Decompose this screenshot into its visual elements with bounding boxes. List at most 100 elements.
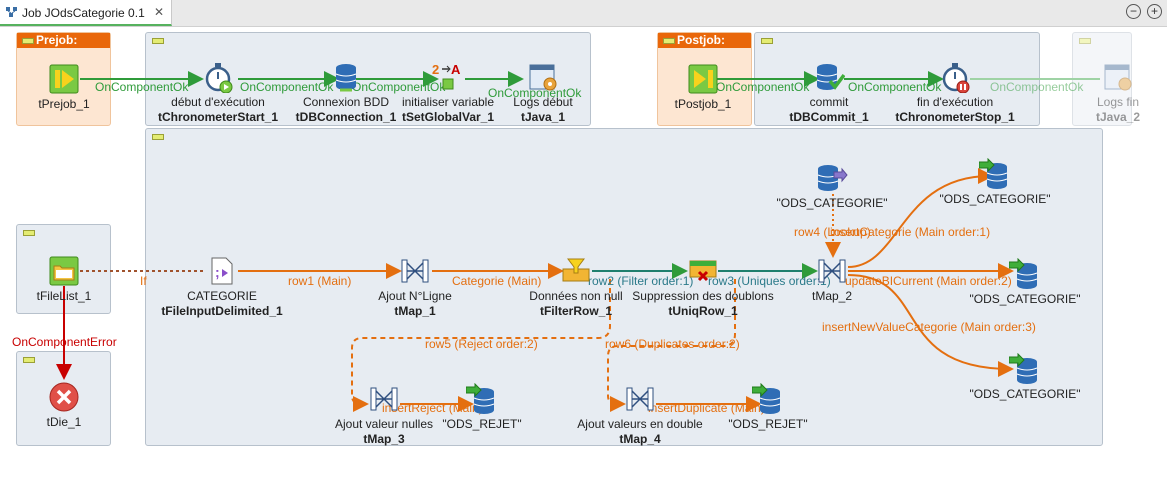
job-designer-canvas[interactable]: Prejob: Postjob:: [0, 26, 1167, 499]
connection-label[interactable]: insertNewValueCategorie (Main order:3): [822, 320, 1036, 334]
component-label: début d'exécution: [171, 95, 265, 109]
connection-label[interactable]: OnComponentOk: [848, 80, 942, 94]
unique-rows-icon: [689, 260, 717, 282]
connection-label[interactable]: OnComponentOk: [716, 80, 810, 94]
maximize-icon[interactable]: +: [1147, 4, 1162, 19]
java-code-icon: [1104, 64, 1132, 91]
component-label: "ODS_CATEGORIE": [969, 387, 1081, 401]
component-name: tUniqRow_1: [668, 304, 738, 318]
connection-label[interactable]: insertDuplicate (Main): [648, 401, 765, 415]
tab-title: Job JOdsCategorie 0.1: [22, 6, 145, 20]
component-label: "ODS_CATEGORIE": [969, 292, 1081, 306]
stopwatch-icon: [205, 63, 233, 93]
folder-list-icon: [49, 256, 79, 286]
filter-icon: [562, 258, 590, 282]
connection-label[interactable]: OnComponentError: [12, 335, 117, 349]
component-label: "ODS_CATEGORIE": [776, 196, 888, 210]
svg-text:2: 2: [432, 62, 439, 77]
connection-label[interactable]: row2 (Filter order:1): [588, 274, 694, 288]
database-output-icon: [466, 383, 495, 414]
tab-job-jodscategorie[interactable]: Job JOdsCategorie 0.1 ✕: [0, 0, 172, 26]
database-output-icon: [1009, 353, 1038, 384]
component-label: "ODS_REJET": [442, 417, 522, 431]
component-label: CATEGORIE: [187, 289, 257, 303]
die-icon: [49, 382, 79, 412]
tmap-icon: [626, 387, 654, 411]
connection-label[interactable]: insertReject (Main): [382, 401, 483, 415]
connection-label[interactable]: OnComponentOk: [240, 80, 334, 94]
link-insertnewvaluecategorie: [847, 274, 1014, 377]
connection-label[interactable]: Categorie (Main): [452, 274, 542, 288]
connection-label[interactable]: OnComponentOk: [352, 80, 446, 94]
link-insertcategorie: [847, 168, 994, 268]
java-code-icon: [529, 64, 557, 91]
prejob-icon: [49, 64, 79, 94]
subjob-header: Prejob:: [17, 33, 110, 48]
database-input-icon: [817, 165, 848, 191]
component-label: Logs début: [513, 95, 573, 109]
subjob-title: Prejob:: [36, 33, 78, 47]
component-label: "ODS_REJET": [728, 417, 808, 431]
connection-label[interactable]: row1 (Main): [288, 274, 352, 288]
connection-label[interactable]: OnComponentOk: [990, 80, 1084, 94]
component-name: tPostjob_1: [674, 97, 732, 111]
link-row5-reject: [351, 279, 611, 412]
component-label: Données non null: [529, 289, 623, 303]
component-label: fin d'exécution: [916, 95, 994, 109]
connection-label[interactable]: OnComponentOk: [95, 80, 189, 94]
delimited-file-icon: ;: [211, 257, 233, 285]
close-tab-icon[interactable]: ✕: [154, 5, 165, 19]
subjob-header: Postjob:: [658, 33, 751, 48]
tmap-icon: [818, 259, 846, 283]
component-label: commit: [809, 95, 849, 109]
database-commit-icon: [816, 64, 845, 90]
component-label: Ajout valeur nulles: [334, 417, 434, 431]
component-name: tJava_1: [520, 110, 566, 124]
component-label: Suppression des doublons: [632, 289, 774, 303]
component-name: tDBCommit_1: [789, 110, 869, 124]
component-name: tPrejob_1: [38, 97, 90, 111]
connection-label[interactable]: row6 (Duplicates order:2): [605, 337, 740, 351]
svg-text:A: A: [451, 62, 461, 77]
database-output-icon: [1009, 258, 1038, 289]
connection-label[interactable]: row4 (Lookup): [794, 225, 871, 239]
database-output-icon: [979, 158, 1008, 189]
subjob-main[interactable]: [145, 128, 1103, 446]
component-name: tDBConnection_1: [295, 110, 397, 124]
connection-label[interactable]: OnComponentOk: [488, 86, 582, 100]
job-icon: [6, 7, 17, 17]
editor-tab-bar: Job JOdsCategorie 0.1 ✕ − +: [0, 0, 1167, 27]
link-row6-duplicates: [607, 279, 736, 412]
svg-text:;: ;: [215, 264, 220, 280]
connection-label[interactable]: updateBICurrent (Main order:2): [845, 274, 1012, 288]
subjob-title: Postjob:: [677, 33, 725, 47]
component-label: Ajout valeurs en double: [577, 417, 703, 431]
component-name: tFilterRow_1: [539, 304, 612, 318]
component-name: tDie_1: [46, 415, 82, 429]
component-name: tFileInputDelimited_1: [161, 304, 283, 318]
database-output-icon: [752, 383, 781, 414]
component-name: tMap_4: [619, 432, 661, 446]
postjob-icon: [688, 64, 718, 94]
connection-label[interactable]: row3 (Uniques order:1): [708, 274, 831, 288]
minimize-icon[interactable]: −: [1126, 4, 1141, 19]
component-label: Ajout N°Ligne: [378, 289, 452, 303]
connection-label[interactable]: insertCategorie (Main order:1): [830, 225, 991, 239]
connection-label[interactable]: row5 (Reject order:2): [425, 337, 538, 351]
stopwatch-stop-icon: [942, 63, 970, 93]
component-label: Logs fin: [1096, 95, 1140, 109]
component-name: tChronometerStop_1: [895, 110, 1015, 124]
component-name: tJava_2: [1095, 110, 1141, 124]
component-name: tMap_1: [394, 304, 436, 318]
component-name: tMap_3: [363, 432, 405, 446]
component-label: initialiser variable: [401, 95, 495, 109]
tmap-icon: [401, 259, 429, 283]
component-name: tMap_2: [811, 289, 853, 303]
component-label: Connexion BDD: [302, 95, 390, 109]
tmap-icon: [370, 387, 398, 411]
component-name: tFileList_1: [36, 289, 92, 303]
component-label: "ODS_CATEGORIE": [939, 192, 1051, 206]
connection-label[interactable]: If: [140, 274, 147, 288]
component-name: tChronometerStart_1: [157, 110, 279, 124]
connections-layer: [56, 71, 1100, 412]
